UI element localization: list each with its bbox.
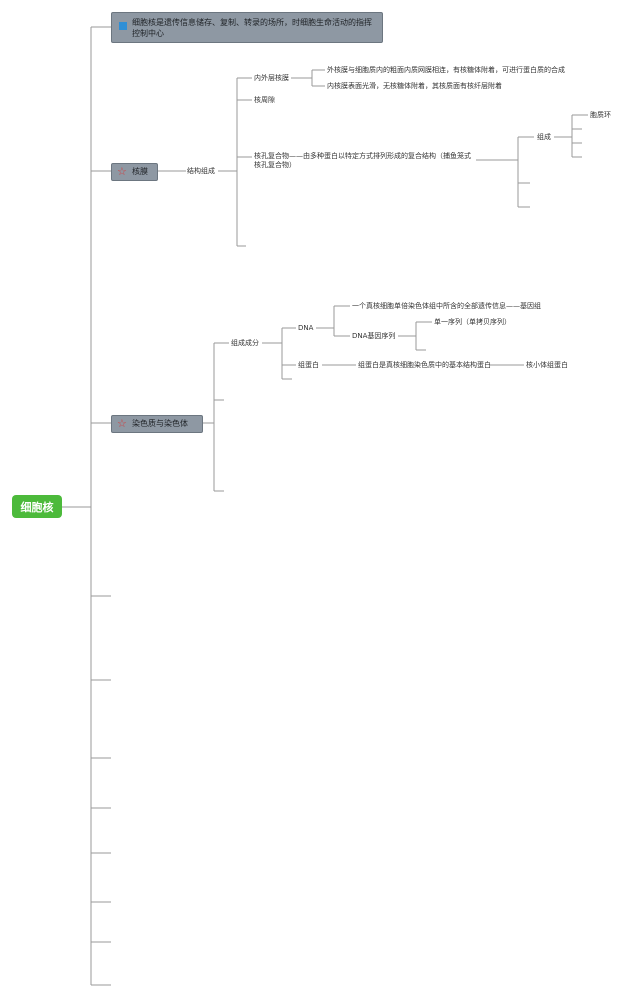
topic-nuclear-envelope[interactable]: ☆ 核膜 [111,163,158,181]
composition-node[interactable]: 组成 [537,133,551,141]
topic-chromatin[interactable]: ☆ 染色质与染色体 [111,415,203,433]
components-node[interactable]: 组成成分 [231,339,259,347]
histone-node[interactable]: 组蛋白 [298,361,319,369]
single-sequence-node[interactable]: 单一序列（单拷贝序列） [434,318,511,326]
topic-nucleus-function[interactable]: 细胞核是遗传信息储存、复制、转录的场所，时细胞生命活动的指挥控制中心 [111,12,383,43]
dna-sequence-node[interactable]: DNA基因序列 [352,332,396,340]
topic-label: 核膜 [132,167,148,176]
nuclear-pore-node[interactable]: 核孔复合物——由多种蛋白以特定方式排列形成的复合结构（捕鱼笼式核孔复合物） [254,152,471,169]
nucleosome-histone-node[interactable]: 核小体组蛋白 [526,361,568,369]
topic-text: 细胞核是遗传信息储存、复制、转录的场所，时细胞生命活动的指挥控制中心 [132,18,372,38]
genome-node[interactable]: 一个真核细胞单倍染色体组中所含的全部遗传信息——基因组 [352,302,541,310]
outer-membrane-note[interactable]: 外核膜与细胞质内的粗面内质网膜相连，有核糖体附着，可进行蛋白质的合成 [327,66,565,74]
perinuclear-space-node[interactable]: 核周隙 [254,96,275,104]
root-node[interactable]: 细胞核 [12,495,62,518]
structure-node[interactable]: 结构组成 [187,167,215,175]
cytoplasmic-ring-node[interactable]: 胞质环 [590,111,611,119]
star-icon: ☆ [117,417,127,430]
inner-membrane-note[interactable]: 内核膜表面光滑，无核糖体附着，其核质面有核纤层附着 [327,82,502,90]
dna-node[interactable]: DNA [298,324,314,332]
membrane-node[interactable]: 内外层核膜 [254,74,289,82]
topic-label: 染色质与染色体 [132,419,188,428]
histone-note-node[interactable]: 组蛋白是真核细胞染色质中的基本结构蛋白 [358,361,491,369]
blue-square-icon [119,22,127,30]
star-icon: ☆ [117,165,127,178]
